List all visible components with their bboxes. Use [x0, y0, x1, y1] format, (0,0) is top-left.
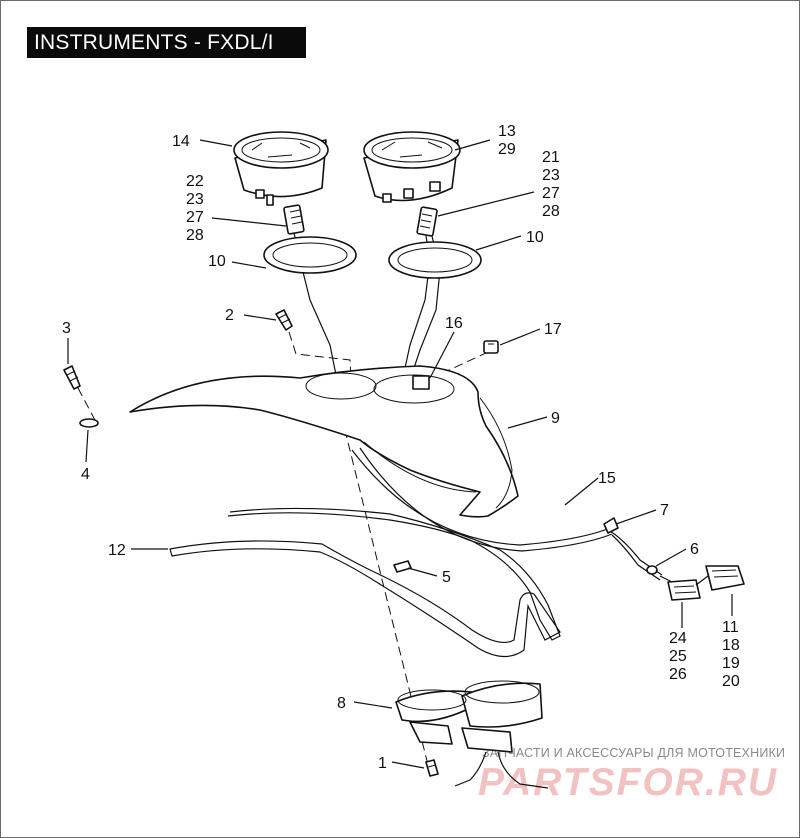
- callout-29: 29: [498, 141, 516, 158]
- callout-13: 13: [498, 123, 516, 140]
- gauge-14: [233, 131, 329, 206]
- callout-27: 27: [542, 185, 560, 202]
- callout-10: 10: [208, 253, 226, 270]
- screw-3: [63, 365, 81, 390]
- callout-28: 28: [186, 227, 204, 244]
- ring-10-left: [263, 236, 357, 274]
- connector-11: [705, 565, 745, 591]
- callout-21: 21: [542, 149, 560, 166]
- bracket-8: [395, 680, 549, 789]
- callout-11: 11: [722, 619, 739, 636]
- screw-1: [425, 759, 439, 777]
- callout-3: 3: [62, 320, 71, 337]
- callout-14: 14: [172, 133, 190, 150]
- callout-18: 18: [722, 637, 740, 654]
- washer-4: [79, 418, 99, 428]
- fastener-17: [483, 340, 499, 354]
- screw-2: [275, 309, 293, 331]
- callout-27: 27: [186, 209, 204, 226]
- callout-10: 10: [526, 229, 544, 246]
- page-title: INSTRUMENTS - FXDL/I: [27, 27, 306, 58]
- callout-1: 1: [378, 755, 387, 772]
- callout-26: 26: [669, 666, 687, 683]
- callout-15: 15: [598, 470, 616, 487]
- connector-24: [659, 575, 709, 601]
- callout-2: 2: [225, 307, 234, 324]
- clip-5: [393, 560, 412, 573]
- callout-25: 25: [669, 648, 687, 665]
- callout-19: 19: [722, 655, 740, 672]
- assembly-line-fastener-17: [431, 351, 489, 379]
- callout-7: 7: [660, 502, 669, 519]
- callout-23: 23: [542, 167, 560, 184]
- assembly-line-screw-3: [77, 387, 97, 423]
- grommet-6: [646, 565, 658, 575]
- callout-labels: 14 13 29 22 23 27 28 21 23 27 28 10 10 2…: [62, 123, 740, 772]
- callout-5: 5: [442, 569, 451, 586]
- trim-strip-12: [169, 507, 561, 658]
- console-9: [129, 365, 519, 518]
- callout-16: 16: [445, 315, 463, 332]
- callout-23: 23: [186, 191, 204, 208]
- harness-15: [351, 447, 663, 581]
- assembly-line-screw-2: [288, 331, 353, 399]
- gauge-13: [363, 131, 461, 203]
- leader-lines: [67, 139, 733, 769]
- callout-9: 9: [551, 410, 560, 427]
- callout-6: 6: [690, 541, 699, 558]
- callout-12: 12: [108, 542, 126, 559]
- ring-10-right: [388, 241, 482, 279]
- callout-22: 22: [186, 173, 204, 190]
- callout-20: 20: [722, 673, 740, 690]
- clip-7: [603, 517, 619, 534]
- callout-8: 8: [337, 695, 346, 712]
- callout-24: 24: [669, 630, 687, 647]
- connector-left: [283, 204, 341, 396]
- callout-4: 4: [81, 466, 90, 483]
- watermark-tagline: ЗАПЧАСТИ И АКСЕССУАРЫ ДЛЯ МОТОТЕХНИКИ: [482, 746, 785, 760]
- watermark-logo: PARTSFOR.RU: [478, 761, 778, 804]
- callout-17: 17: [544, 321, 562, 338]
- callout-28: 28: [542, 203, 560, 220]
